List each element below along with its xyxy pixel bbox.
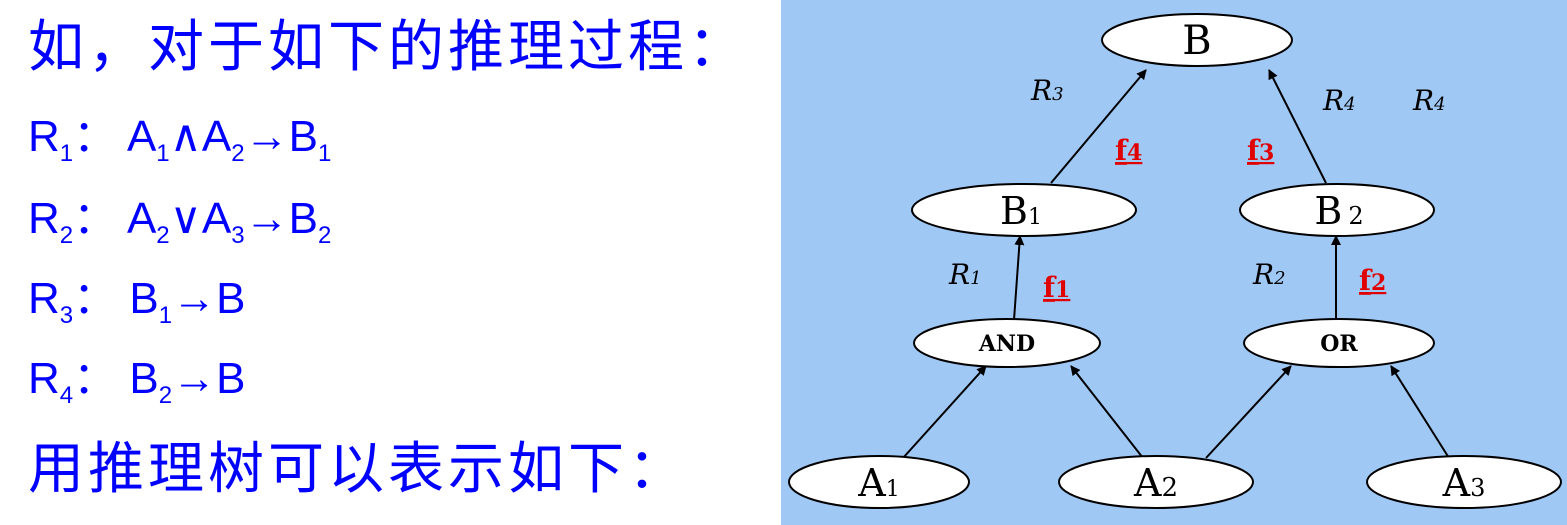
- fact-link-f4[interactable]: f4: [1115, 134, 1142, 167]
- svg-text:OR: OR: [1320, 331, 1358, 357]
- edge-a2-to-or: [1205, 365, 1292, 459]
- label-r1: R1: [948, 258, 982, 291]
- svg-text:B1: B1: [1000, 189, 1042, 233]
- node-a1: A1: [788, 455, 970, 509]
- svg-text:AND: AND: [978, 331, 1035, 357]
- edge-b2-to-b: [1268, 69, 1327, 184]
- outro-text: 用推理树可以表示如下：: [28, 437, 688, 502]
- fact-link-f2[interactable]: f2: [1359, 264, 1386, 297]
- label-r2: R2: [1252, 258, 1286, 291]
- rule-2: R2： A2∨A3→B2: [28, 194, 332, 249]
- edge-b1-to-b: [1050, 69, 1147, 184]
- svg-text:A2: A2: [1133, 461, 1178, 505]
- edge-a3-to-or: [1390, 365, 1450, 459]
- edge-a2-to-and: [1070, 365, 1144, 459]
- label-r4-b: R4: [1412, 84, 1446, 117]
- svg-text:B2: B2: [1314, 189, 1363, 233]
- svg-text:A3: A3: [1442, 461, 1486, 505]
- label-r3: R3: [1030, 74, 1064, 107]
- edge-a1-to-and: [902, 365, 987, 459]
- rule-3: R3： B1→B: [28, 274, 246, 329]
- rules-text-area: 如，对于如下的推理过程： R1： A1∧A2→B1 R2： A2∨A3→B2 R…: [0, 0, 780, 525]
- svg-text:B: B: [1182, 18, 1211, 64]
- node-b: B: [1101, 13, 1293, 67]
- node-or: OR: [1243, 318, 1435, 368]
- node-and: AND: [913, 318, 1101, 368]
- rule-1: R1： A1∧A2→B1: [28, 112, 332, 167]
- rule-4: R4： B2→B: [28, 354, 246, 409]
- edge-and-to-b1: [1013, 235, 1025, 321]
- fact-link-f3[interactable]: f3: [1247, 134, 1274, 167]
- node-b1: B1: [911, 183, 1137, 237]
- node-a3: A3: [1366, 455, 1562, 509]
- fact-link-f1[interactable]: f1: [1043, 271, 1070, 304]
- svg-text:A1: A1: [857, 461, 899, 505]
- label-r4-a: R4: [1322, 84, 1356, 117]
- node-a2: A2: [1058, 455, 1254, 509]
- intro-text: 如，对于如下的推理过程：: [28, 15, 748, 80]
